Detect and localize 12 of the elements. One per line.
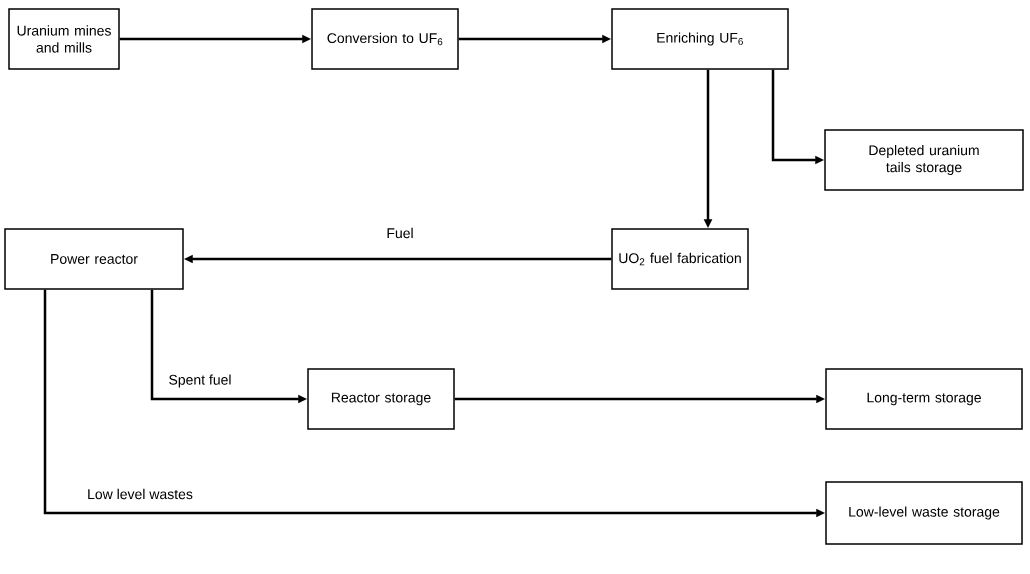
process-box: Uranium mines and mills — [8, 8, 120, 70]
edge-label: Spent fuel — [167, 373, 233, 389]
process-box: Depleted uranium tails storage — [824, 129, 1024, 191]
edge-label: Low level wastes — [86, 487, 194, 501]
process-box: Reactor storage — [307, 368, 455, 430]
process-box: Conversion to UF$_{6}$ — [311, 8, 459, 70]
process-box: Long-term storage — [825, 368, 1023, 430]
edge-label: Fuel — [385, 226, 415, 240]
process-box: Enriching UF$_{6}$ — [611, 8, 789, 70]
process-box: Power reactor — [4, 228, 184, 290]
process-box: Low-level waste storage — [825, 481, 1023, 545]
process-box: UO$_{2}$ fuel fabrication — [611, 228, 749, 290]
